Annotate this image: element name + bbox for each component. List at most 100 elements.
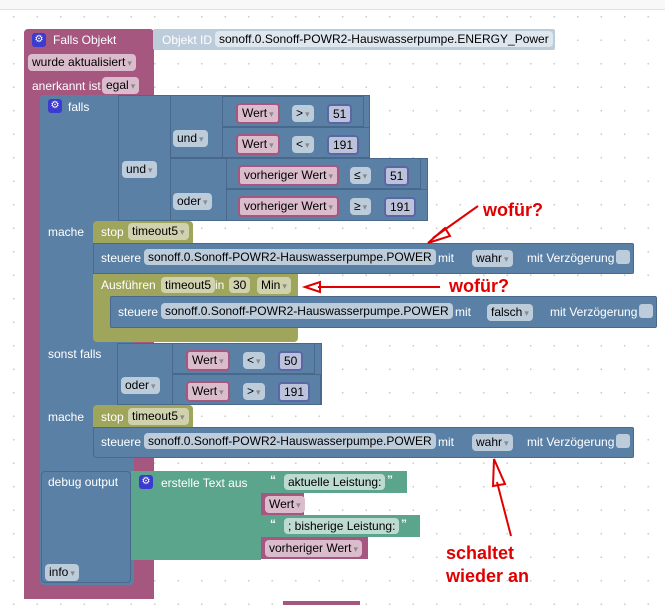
dropdown-arrow-icon: ▾ xyxy=(219,356,224,366)
op-dropdown[interactable]: >▾ xyxy=(292,105,314,122)
trigger-value: wurde aktualisiert xyxy=(32,55,126,69)
if-label: falls xyxy=(68,100,90,114)
annotation-text: wofür? xyxy=(483,200,543,220)
number-field[interactable]: 51 xyxy=(327,104,353,124)
op-value: und xyxy=(126,162,147,176)
stop-timer-dropdown[interactable]: timeout5▾ xyxy=(128,408,189,425)
debug-level-dropdown[interactable]: info▾ xyxy=(45,564,79,581)
delay-checkbox[interactable] xyxy=(616,250,630,264)
op-value: ≥ xyxy=(354,199,361,213)
exec-timer-field[interactable]: timeout5 xyxy=(161,277,216,293)
var-dropdown[interactable]: vorheriger Wert▾ xyxy=(238,196,340,217)
dropdown-arrow-icon: ▾ xyxy=(256,387,261,397)
event-block-bottom xyxy=(24,585,154,599)
dropdown-arrow-icon: ▾ xyxy=(130,81,136,91)
op-value: oder xyxy=(125,378,150,392)
text-literal-field[interactable]: aktuelle Leistung: xyxy=(284,474,386,490)
dropdown-arrow-icon: ▾ xyxy=(203,197,208,207)
delay-checkbox[interactable] xyxy=(639,304,653,318)
op-dropdown[interactable]: <▾ xyxy=(292,136,314,153)
var-dropdown[interactable]: vorheriger Wert▾ xyxy=(238,165,340,186)
var-value: vorheriger Wert xyxy=(244,199,327,213)
control-value-dropdown[interactable]: wahr▾ xyxy=(472,434,513,451)
gear-icon[interactable]: ⚙ xyxy=(139,475,153,489)
op-dropdown[interactable]: <▾ xyxy=(243,352,265,369)
arrow-head xyxy=(301,280,321,294)
level-value: info xyxy=(49,565,69,579)
arrow-line xyxy=(496,481,512,537)
var-dropdown[interactable]: vorheriger Wert▾ xyxy=(265,540,363,557)
dropdown-arrow-icon: ▾ xyxy=(256,356,261,366)
workspace-top-bar xyxy=(0,0,665,10)
var-value: Wert xyxy=(192,384,218,398)
ack-dropdown[interactable]: egal▾ xyxy=(102,77,140,94)
text-literal-field[interactable]: ; bisherige Leistung: xyxy=(284,518,400,534)
control-target-field[interactable]: sonoff.0.Sonoff-POWR2-Hauswasserpumpe.PO… xyxy=(144,249,436,265)
bool-value: falsch xyxy=(491,305,523,319)
partial-block[interactable] xyxy=(283,601,360,605)
var-dropdown[interactable]: Wert▾ xyxy=(265,496,305,513)
number-field[interactable]: 50 xyxy=(278,351,304,371)
op-value: > xyxy=(296,106,304,120)
object-id-field[interactable]: sonoff.0.Sonoff-POWR2-Hauswasserpumpe.EN… xyxy=(215,31,553,47)
stop-timer-dropdown[interactable]: timeout5▾ xyxy=(128,223,189,240)
annotation-text: wieder an xyxy=(446,566,530,586)
with-label: mit xyxy=(438,435,454,449)
ack-value: egal xyxy=(106,78,129,92)
delay-checkbox[interactable] xyxy=(616,434,630,448)
with-label: mit xyxy=(455,305,471,319)
dropdown-arrow-icon: ▾ xyxy=(269,140,274,150)
dropdown-arrow-icon: ▾ xyxy=(70,568,75,578)
exec-amount-field[interactable]: 30 xyxy=(229,277,251,293)
var-dropdown[interactable]: Wert▾ xyxy=(236,134,280,155)
control-value-dropdown[interactable]: falsch▾ xyxy=(487,304,533,321)
op-value: und xyxy=(177,131,198,145)
dropdown-arrow-icon: ▾ xyxy=(362,171,368,181)
do-label: mache xyxy=(48,225,85,239)
control-label: steuere xyxy=(101,251,142,265)
trigger-dropdown[interactable]: wurde aktualisiert▾ xyxy=(28,54,136,71)
op-dropdown[interactable]: >▾ xyxy=(243,383,265,400)
quote-close-icon: ” xyxy=(401,517,407,531)
dropdown-arrow-icon: ▾ xyxy=(219,387,224,397)
quote-open-icon: “ xyxy=(270,473,276,487)
stop-label: stop xyxy=(101,225,124,239)
dropdown-arrow-icon: ▾ xyxy=(296,500,301,510)
var-dropdown[interactable]: Wert▾ xyxy=(186,350,230,371)
elseif-op-dropdown[interactable]: oder▾ xyxy=(121,377,160,394)
op-value: < xyxy=(296,137,304,151)
inner-or-dropdown[interactable]: oder▾ xyxy=(173,193,212,210)
debug-label: debug output xyxy=(48,475,119,489)
number-field[interactable]: 191 xyxy=(384,197,417,217)
control-target-field[interactable]: sonoff.0.Sonoff-POWR2-Hauswasserpumpe.PO… xyxy=(144,433,436,449)
arrow-head xyxy=(491,458,507,488)
outer-op-dropdown[interactable]: und▾ xyxy=(122,161,157,178)
gear-icon[interactable]: ⚙ xyxy=(48,99,62,113)
var-value: Wert xyxy=(242,106,268,120)
dropdown-arrow-icon: ▾ xyxy=(362,202,368,212)
op-dropdown[interactable]: ≥▾ xyxy=(350,198,372,215)
inner-and-dropdown[interactable]: und▾ xyxy=(173,130,208,147)
ack-label: anerkannt ist xyxy=(32,79,101,93)
event-title: Falls Objekt xyxy=(53,33,117,47)
var-dropdown[interactable]: Wert▾ xyxy=(186,381,230,402)
stop-label: stop xyxy=(101,410,124,424)
arrow-head xyxy=(427,226,452,244)
dropdown-arrow-icon: ▾ xyxy=(180,412,185,422)
op-dropdown[interactable]: ≤▾ xyxy=(350,167,372,184)
number-field[interactable]: 191 xyxy=(278,382,311,402)
delay-label: mit Verzögerung xyxy=(527,251,615,265)
gear-icon[interactable]: ⚙ xyxy=(32,33,46,47)
exec-label: Ausführen xyxy=(101,278,156,292)
op-value: < xyxy=(247,353,255,367)
control-target-field[interactable]: sonoff.0.Sonoff-POWR2-Hauswasserpumpe.PO… xyxy=(161,303,453,319)
number-field[interactable]: 191 xyxy=(327,135,360,155)
number-field[interactable]: 51 xyxy=(384,166,410,186)
control-value-dropdown[interactable]: wahr▾ xyxy=(472,250,513,267)
dropdown-arrow-icon: ▾ xyxy=(180,227,185,237)
exec-unit-dropdown[interactable]: Min▾ xyxy=(257,277,291,294)
object-id-label: Objekt ID xyxy=(162,33,213,47)
var-dropdown[interactable]: Wert▾ xyxy=(236,103,280,124)
dropdown-arrow-icon: ▾ xyxy=(305,109,310,119)
